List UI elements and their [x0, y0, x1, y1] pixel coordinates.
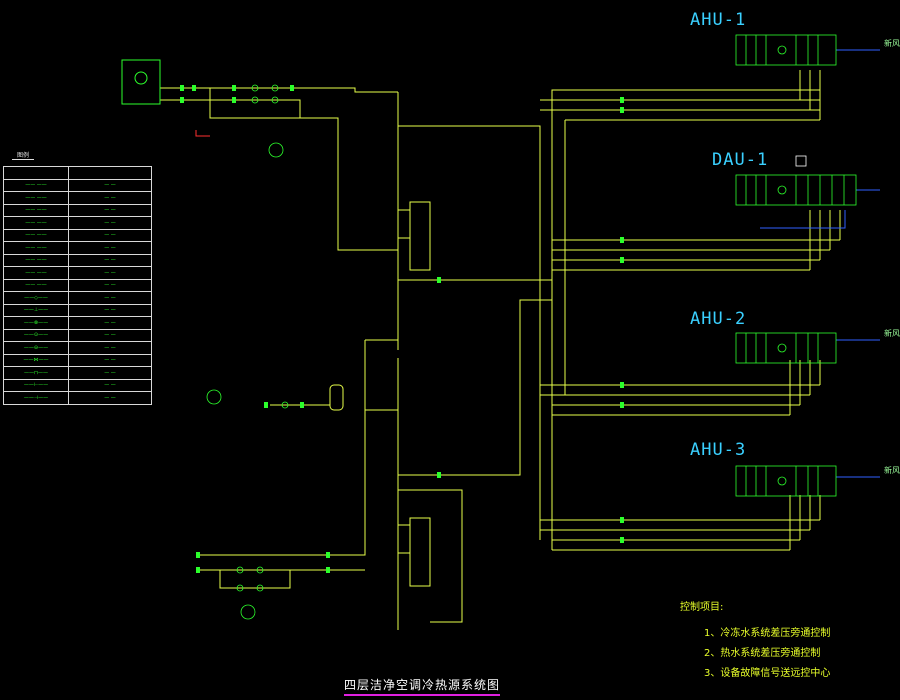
- note-item-2: 2、热水系统差压旁通控制: [704, 648, 821, 659]
- diagram-title: 四层洁净空调冷热源系统图: [344, 676, 501, 696]
- ahu-2-unit: [735, 332, 837, 364]
- ahu-3-label: AHU-3: [690, 440, 747, 460]
- ahu-2-label: AHU-2: [690, 309, 747, 329]
- dau-1-unit: [735, 155, 857, 206]
- valve-marks: [180, 85, 624, 573]
- outdoor-air-label-1: 新风: [884, 39, 900, 48]
- control-notes: 控制项目: 1、冷冻水系统差压旁通控制 2、热水系统差压旁通控制 3、设备故障信…: [680, 598, 830, 684]
- outdoor-air-label-4: 新风: [884, 466, 900, 475]
- chiller: [121, 59, 161, 105]
- dau-1-label: DAU-1: [712, 150, 769, 170]
- ahu-1-label: AHU-1: [690, 10, 747, 30]
- ahu-1-unit: [735, 34, 837, 66]
- red-marker: [195, 130, 210, 137]
- pump-symbols: [206, 84, 289, 620]
- notes-heading: 控制项目:: [680, 602, 724, 613]
- legend-table: —— ——— — —— ——— — —— ——— — —— ——— — —— —…: [3, 166, 152, 405]
- note-item-3: 3、设备故障信号送远控中心: [704, 668, 831, 679]
- outdoor-air-label-3: 新风: [884, 329, 900, 338]
- legend-title: 图例: [12, 150, 34, 160]
- note-item-1: 1、冷冻水系统差压旁通控制: [704, 628, 831, 639]
- ahu-3-unit: [735, 465, 837, 497]
- signal-lines: [760, 49, 880, 478]
- pipework: [160, 70, 841, 630]
- expansion-tank: [329, 384, 344, 411]
